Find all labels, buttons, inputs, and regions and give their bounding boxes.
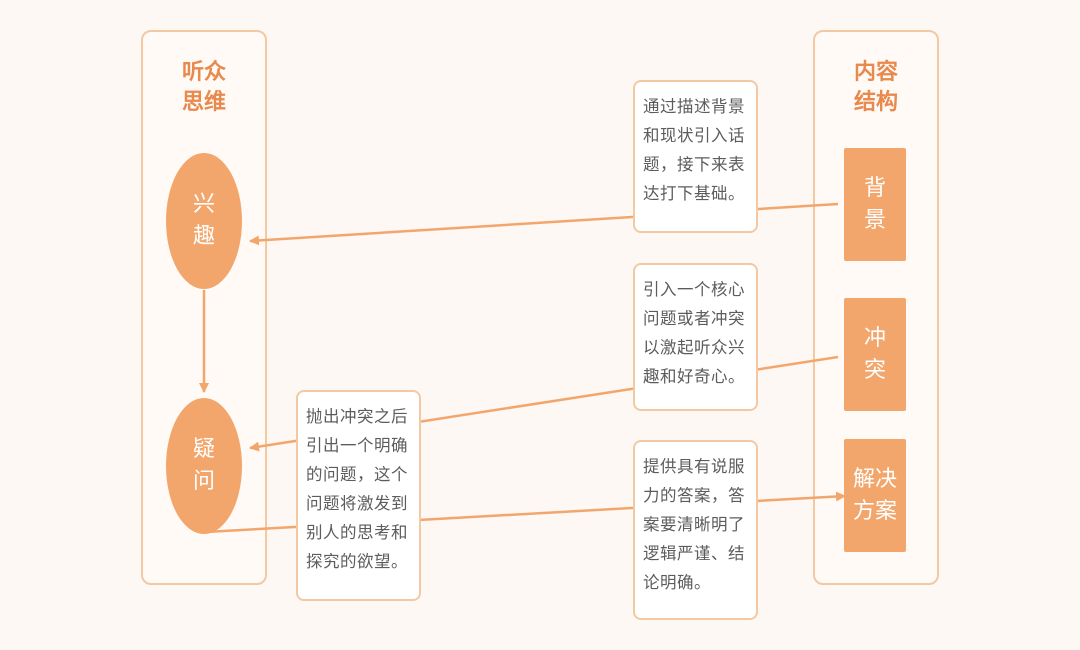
solution-node: 解决 方案 bbox=[844, 439, 906, 552]
solution-note: 提供具有说服 力的答案，答 案要清晰明了 逻辑严谨、结 论明确。 bbox=[633, 440, 758, 620]
background-note: 通过描述背景 和现状引入话 题，接下来表 达打下基础。 bbox=[633, 80, 758, 233]
background-node: 背 景 bbox=[844, 148, 906, 261]
conflict-node: 冲 突 bbox=[844, 298, 906, 411]
question-note: 抛出冲突之后 引出一个明确 的问题，这个 问题将激发到 别人的思考和 探究的欲望… bbox=[296, 390, 421, 601]
content-structure-title: 内容 结构 bbox=[853, 60, 898, 115]
interest-node: 兴 趣 bbox=[166, 153, 242, 289]
audience-thinking-title: 听众 思维 bbox=[181, 60, 226, 115]
question-node: 疑 问 bbox=[166, 398, 242, 534]
conflict-note: 引入一个核心 问题或者冲突 以激起听众兴 趣和好奇心。 bbox=[633, 263, 758, 411]
